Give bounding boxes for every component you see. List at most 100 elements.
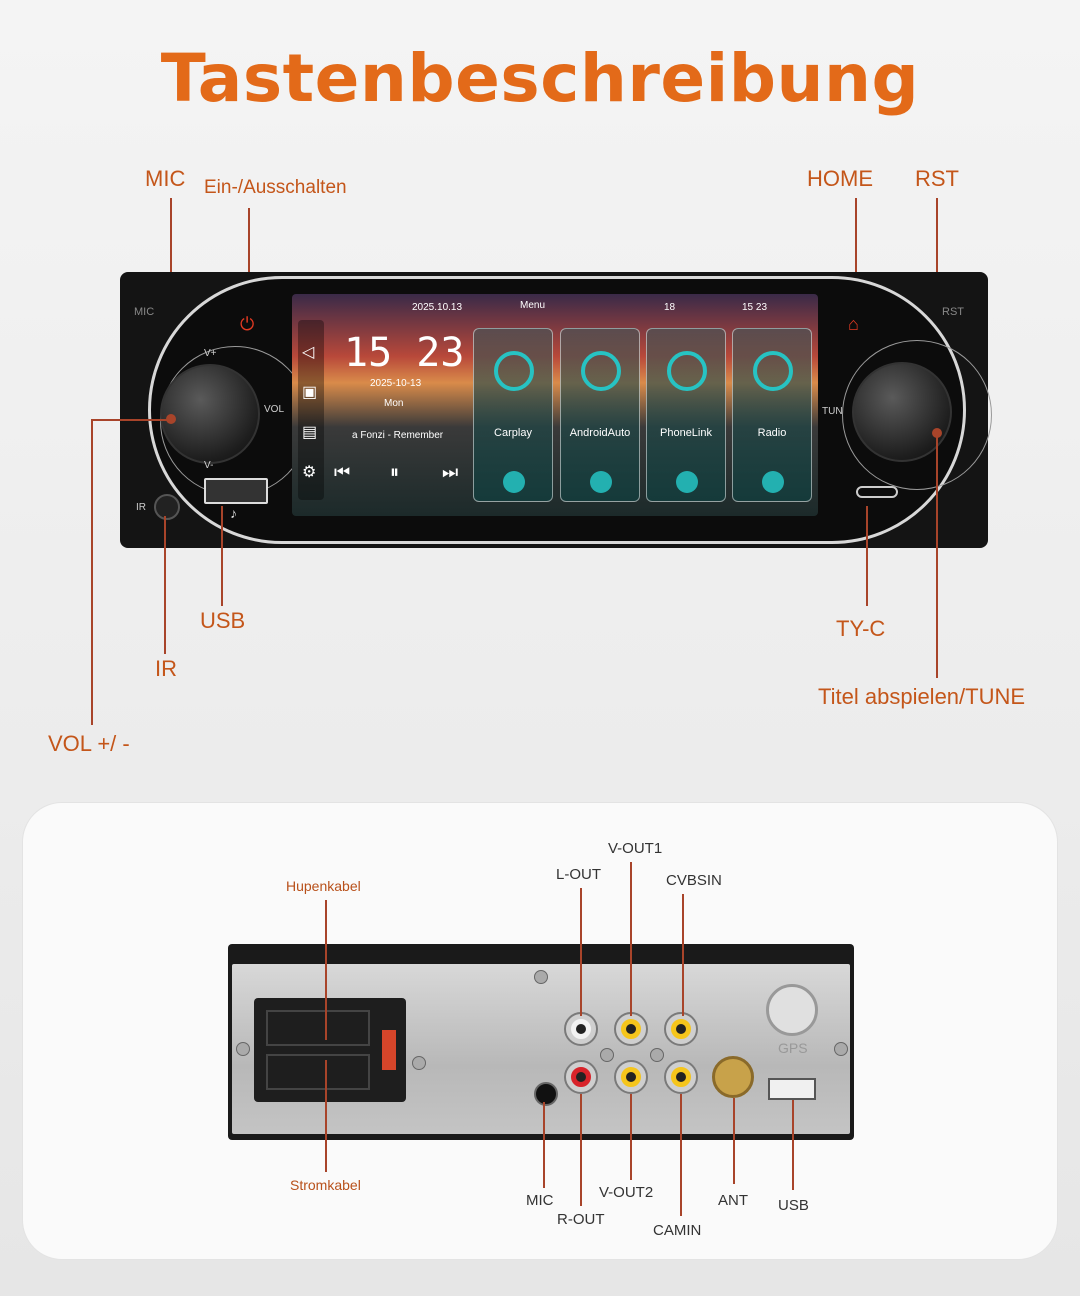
screen-date-top: 2025.10.13 <box>412 302 463 313</box>
label-mic: MIC <box>145 166 186 191</box>
page-title: Tastenbeschreibung <box>160 40 920 117</box>
radio-tower-icon <box>753 351 793 391</box>
leader-power <box>248 208 250 306</box>
label-usb: USB <box>200 608 246 633</box>
gps-port[interactable] <box>766 984 818 1036</box>
antenna-port[interactable] <box>712 1056 754 1098</box>
label-camin: CAMIN <box>653 1222 702 1239</box>
leader-lout <box>580 888 582 1016</box>
phonelink-icon <box>667 351 707 391</box>
rear-mic-jack[interactable] <box>534 1082 558 1106</box>
tile-label: PhoneLink <box>660 427 712 439</box>
rear-usb-port[interactable] <box>768 1078 816 1100</box>
leader-vol-v <box>91 419 93 725</box>
carplay-icon <box>494 351 534 391</box>
rca-camin[interactable] <box>664 1060 698 1094</box>
radio-badge-icon <box>762 471 784 493</box>
power-icon[interactable]: ⏻ <box>240 314 255 334</box>
leader-mic-rear <box>543 1102 545 1188</box>
next-icon[interactable]: ⏭ <box>442 462 459 482</box>
vplus-text: V+ <box>204 348 217 359</box>
leader-rout <box>580 1094 582 1206</box>
gallery-icon[interactable]: ▣ <box>302 384 318 401</box>
tile-label: AndroidAuto <box>569 427 631 439</box>
screen-date: 2025-10-13 <box>370 378 422 389</box>
label-tune: Titel abspielen/TUNE <box>818 684 1026 709</box>
label-mic-rear: MIC <box>526 1192 554 1209</box>
leader-home <box>855 198 857 296</box>
leader-hupenkabel <box>325 900 327 1040</box>
iso-block-bottom <box>266 1054 370 1090</box>
vminus-text: V- <box>204 460 214 471</box>
tile-radio[interactable]: Radio <box>732 328 812 502</box>
tune-ring <box>842 340 992 490</box>
leader-ir <box>164 516 166 654</box>
leader-tune <box>936 433 938 678</box>
screen-day: Mon <box>384 398 404 409</box>
speaker-icon[interactable]: ◁ <box>302 344 315 361</box>
screen-clock-small: 15 23 <box>742 302 768 313</box>
tile-androidauto[interactable]: AndroidAuto <box>560 328 640 502</box>
screw <box>650 1048 664 1062</box>
rca-vout2[interactable] <box>614 1060 648 1094</box>
label-cvbsin: CVBSIN <box>666 872 722 889</box>
tile-phonelink[interactable]: PhoneLink <box>646 328 726 502</box>
tun-text: TUN <box>822 406 843 417</box>
tune-knob[interactable] <box>852 362 952 462</box>
rca-rout[interactable] <box>564 1060 598 1094</box>
radio-icon[interactable]: ▤ <box>302 424 318 441</box>
home-icon[interactable]: ⌂ <box>848 314 859 334</box>
label-rout: R-OUT <box>557 1211 605 1228</box>
label-vout2: V-OUT2 <box>599 1184 654 1201</box>
leader-usb-rear <box>792 1100 794 1190</box>
dot-vol <box>166 414 176 424</box>
label-rst: RST <box>915 166 959 191</box>
screw <box>834 1042 848 1056</box>
gps-text: GPS <box>778 1040 808 1056</box>
carplay-badge-icon <box>503 471 525 493</box>
leader-tyc <box>866 506 868 606</box>
music-note-icon: ♪ <box>230 505 237 521</box>
label-ant: ANT <box>718 1192 748 1209</box>
screen-song: a Fonzi - Remember <box>352 430 444 441</box>
tile-label: Radio <box>757 427 787 439</box>
type-c-port[interactable] <box>856 486 898 498</box>
label-vol: VOL +/ - <box>48 731 130 756</box>
rca-lout[interactable] <box>564 1012 598 1046</box>
usb-port[interactable] <box>204 478 268 504</box>
touch-screen[interactable]: 2025.10.13 Menu 18 15 23 ◁ ▣ ▤ ⚙ 15 23 2… <box>292 294 818 516</box>
leader-vol-h <box>91 419 169 421</box>
unit-ir-text: IR <box>136 502 146 513</box>
label-tyc: TY-C <box>836 616 886 641</box>
vol-knob[interactable] <box>160 364 260 464</box>
label-vout1: V-OUT1 <box>608 840 663 857</box>
screw <box>600 1048 614 1062</box>
rca-cvbsin[interactable] <box>664 1012 698 1046</box>
screen-side-bar <box>298 320 324 500</box>
tile-carplay[interactable]: Carplay <box>473 328 553 502</box>
label-hupenkabel: Hupenkabel <box>286 878 361 894</box>
screen-clock-big: 15 23 <box>344 330 465 376</box>
rca-vout1[interactable] <box>614 1012 648 1046</box>
screen-menu[interactable]: Menu <box>520 300 546 311</box>
label-stromkabel: Stromkabel <box>290 1177 361 1193</box>
screen-volume: 18 <box>664 302 676 313</box>
screw <box>412 1056 426 1070</box>
previous-icon[interactable]: ⏮ <box>334 462 351 482</box>
leader-usb <box>221 506 223 606</box>
androidauto-icon <box>581 351 621 391</box>
label-lout: L-OUT <box>556 866 601 883</box>
pause-icon[interactable]: ⏸ <box>390 462 399 482</box>
iso-fuse <box>382 1030 396 1070</box>
unit-rst-text: RST <box>942 306 964 318</box>
label-power: Ein-/Ausschalten <box>204 177 347 198</box>
settings-icon[interactable]: ⚙ <box>302 464 317 481</box>
unit-mic-text: MIC <box>134 306 155 318</box>
iso-connector <box>254 998 406 1102</box>
phonelink-badge-icon <box>676 471 698 493</box>
label-usb-rear: USB <box>778 1197 809 1214</box>
iso-block-top <box>266 1010 370 1046</box>
screw <box>534 970 548 984</box>
tile-label: Carplay <box>494 427 532 439</box>
label-ir: IR <box>155 656 177 681</box>
